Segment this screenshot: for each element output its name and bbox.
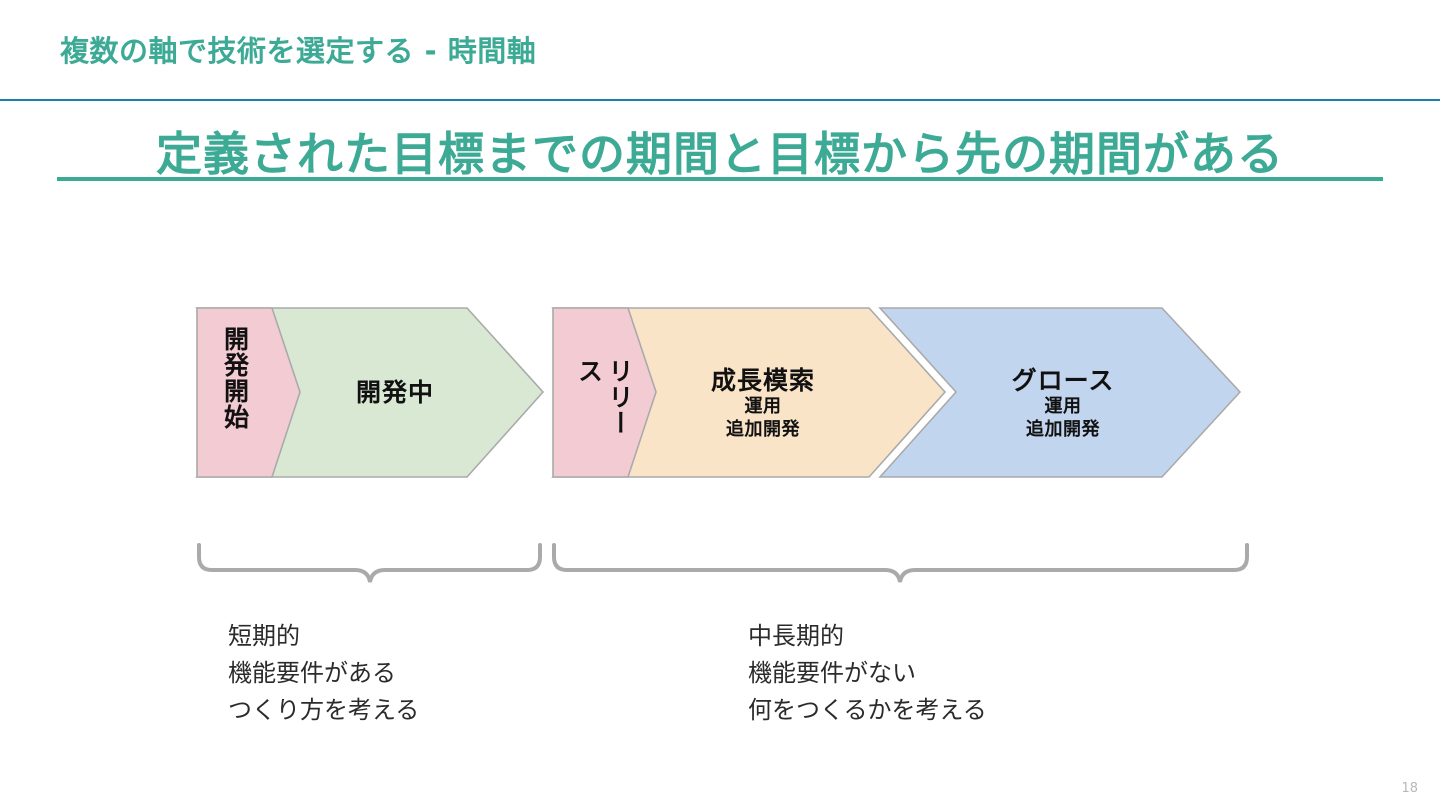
chevron-kaihatsu-chu xyxy=(195,307,545,478)
header-divider-rule xyxy=(0,99,1440,101)
header-title: 複数の軸で技術を選定する - 時間軸 xyxy=(60,34,537,68)
chevron-release xyxy=(552,307,657,478)
caption-mid-long-term: 中長期的 機能要件がない 何をつくるかを考える xyxy=(748,622,987,725)
chevron-label-growth: グロース 運用 追加開発 xyxy=(958,365,1168,441)
chevron-label-release: リリース xyxy=(574,358,635,436)
brace-short-term xyxy=(197,543,542,583)
slide-header: 複数の軸で技術を選定する - 時間軸 xyxy=(0,0,1440,101)
page-title: 定義された目標までの期間と目標から先の期間がある xyxy=(156,127,1284,181)
chevron-seicho-mosaku xyxy=(551,307,947,478)
caption-short-term: 短期的 機能要件がある つくり方を考える xyxy=(228,622,420,725)
brace-mid-long-term xyxy=(552,543,1249,583)
chevron-label-growth-sub-1: 運用 xyxy=(1044,396,1082,418)
chevron-label-seicho-mosaku-sub-2: 追加開発 xyxy=(726,418,800,440)
chevron-label-seicho-mosaku-sub-1: 運用 xyxy=(744,396,782,418)
chevron-kaihatsu-kaishi xyxy=(196,307,301,478)
chevron-label-kaihatsu-chu-title: 開発中 xyxy=(355,378,434,407)
chevron-label-seicho-mosaku-title: 成長模索 xyxy=(710,366,815,395)
page-number: 18 xyxy=(1401,781,1418,796)
chevron-label-seicho-mosaku: 成長模索 運用 追加開発 xyxy=(658,365,868,441)
chevron-label-kaihatsu-kaishi: 開発開始 xyxy=(220,326,250,430)
chevron-label-growth-sub-2: 追加開発 xyxy=(1026,418,1100,440)
chevron-label-kaihatsu-chu: 開発中 xyxy=(300,377,490,408)
chevron-label-growth-title: グロース xyxy=(1011,366,1115,395)
page-title-underline xyxy=(57,177,1383,181)
chevron-growth xyxy=(878,307,1242,478)
